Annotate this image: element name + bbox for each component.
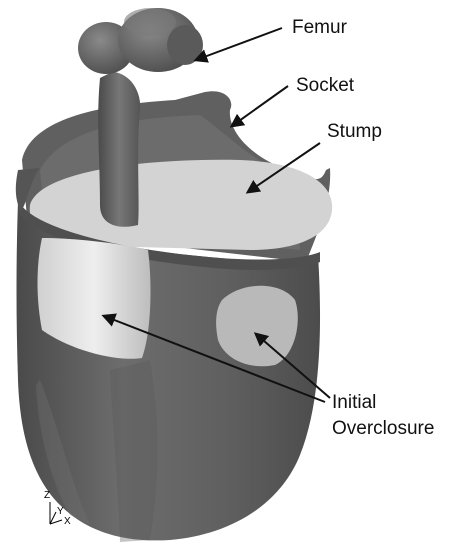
overclosure-region-right <box>216 286 298 367</box>
axis-x-label: X <box>64 516 71 527</box>
overclosure-label-line2: Overclosure <box>332 418 434 440</box>
stump-label: Stump <box>327 121 382 143</box>
axis-y-label: Y <box>57 506 64 517</box>
overclosure-label-line1: Initial <box>332 392 376 414</box>
femur-leader <box>196 28 282 60</box>
axis-z-label: Z <box>44 490 50 501</box>
femur-label: Femur <box>292 17 347 39</box>
femur-shaft <box>98 72 140 227</box>
socket-leader <box>232 86 288 126</box>
socket-label: Socket <box>296 75 354 97</box>
